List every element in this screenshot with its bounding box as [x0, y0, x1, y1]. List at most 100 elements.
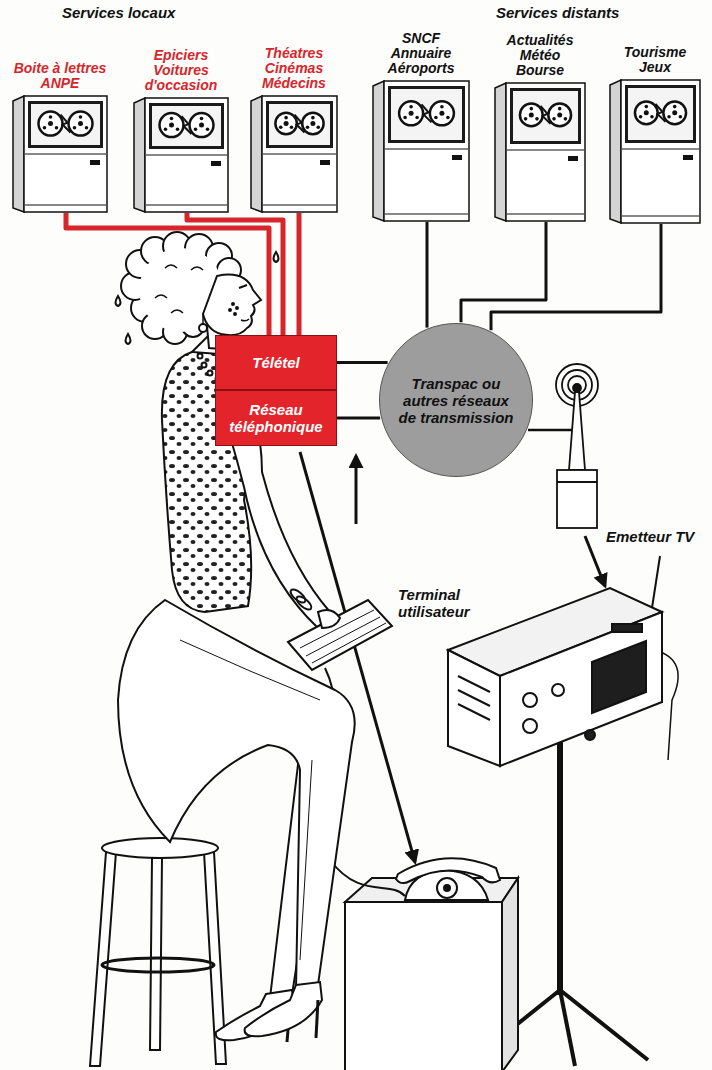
- tape-reel: [311, 116, 315, 120]
- network-label: Réseau téléphonique: [222, 401, 330, 435]
- woman-figure-part: [121, 232, 261, 350]
- tv-terminal-part: [458, 676, 490, 692]
- connector-line: [337, 417, 380, 420]
- tape-panel: [31, 104, 100, 145]
- tape-reel: [535, 117, 539, 121]
- tv-antenna: [556, 364, 598, 528]
- telephone-part: [444, 885, 450, 891]
- terminal-label: Terminal utilisateur: [398, 586, 486, 620]
- tv-terminal-part: [592, 641, 646, 713]
- tape-panel: [388, 86, 465, 143]
- tape-panel: [266, 101, 333, 148]
- cabinet-button: [90, 160, 100, 165]
- server-cabinet: Boite à lettres ANPE: [12, 61, 108, 213]
- tv-antenna-part: [568, 376, 586, 394]
- tape-reel: [160, 113, 184, 137]
- tape-symbol: [656, 104, 666, 122]
- network-label: Transpac ou autres réseaux de transmissi…: [396, 375, 516, 426]
- stool-part: [102, 958, 214, 972]
- tape-panel: [391, 89, 462, 140]
- tape-symbol: [61, 115, 71, 133]
- woman-figure-part-part: [234, 313, 236, 315]
- tape-reel: [200, 117, 204, 121]
- tape-reel: [645, 105, 649, 109]
- cabinet-side: [251, 96, 262, 212]
- tv-antenna-part: [573, 384, 581, 392]
- cabinet-side: [610, 80, 621, 223]
- tape-reel: [279, 126, 283, 130]
- cabinet-button: [320, 160, 330, 165]
- cabinet-button: [211, 161, 221, 166]
- circle-text-area: Transpac ou autres réseaux de transmissi…: [378, 322, 534, 478]
- cabinet-heading: Boite à lettres ANPE: [12, 61, 108, 91]
- cabinet-drawing: [372, 80, 470, 222]
- cabinet-base: [507, 214, 584, 215]
- cabinet-shelf: [507, 150, 584, 151]
- antenna-label: Emetteur TV: [606, 528, 708, 545]
- woman-figure-part: [202, 363, 207, 368]
- cabinet-heading: Tourisme Jeux: [609, 45, 701, 75]
- service-label: SNCF Annuaire Aéroports: [372, 31, 470, 76]
- tape-reel: [650, 115, 654, 119]
- tv-terminal-part: [523, 719, 537, 733]
- tape-reel: [635, 101, 658, 124]
- tape-reel: [639, 115, 643, 119]
- cabinet-drawing: [133, 97, 229, 213]
- woman-figure-part: [306, 617, 380, 656]
- signal-arrows-part: [585, 536, 605, 586]
- tape-reel: [530, 107, 534, 111]
- tape-reel: [176, 127, 180, 131]
- tape-panel: [28, 101, 103, 148]
- tape-reel: [667, 115, 671, 119]
- tape-reel: [79, 115, 83, 119]
- tv-terminal-part: [448, 650, 500, 766]
- tape-reel: [552, 117, 556, 121]
- service-label: Boite à lettres ANPE: [12, 61, 108, 91]
- cabinet-drawing: [12, 95, 108, 213]
- cabinet-front: [24, 96, 107, 212]
- tv-terminal-part: [458, 704, 490, 720]
- cabinet-shelf: [622, 149, 699, 150]
- tape-panel: [149, 103, 224, 149]
- tape-symbol: [422, 104, 432, 122]
- tape-reel: [78, 121, 83, 126]
- tape-reel: [48, 121, 53, 126]
- tape-reel: [430, 101, 454, 125]
- cabinet-base: [25, 205, 106, 206]
- phone-box: [345, 878, 518, 1070]
- cabinet-side: [134, 98, 145, 212]
- woman-figure-part: [116, 296, 121, 306]
- cabinet-drawing: [494, 82, 586, 222]
- woman-figure-part: [288, 600, 392, 670]
- tape-reel: [302, 113, 323, 134]
- woman-figure-part: [316, 1000, 318, 1038]
- tape-reel: [43, 126, 47, 130]
- tape-reel: [409, 105, 413, 109]
- server-cabinet: Théatres Cinémas Médecins: [250, 46, 338, 213]
- cabinet-heading: Théatres Cinémas Médecins: [250, 46, 338, 91]
- tape-reel: [73, 126, 77, 130]
- woman-figure-part-part: [232, 303, 234, 305]
- antenna-link-part: [528, 429, 574, 432]
- tape-panel: [510, 88, 581, 144]
- cabinet-base: [622, 216, 699, 217]
- cabinet-drawing: [250, 95, 338, 213]
- woman-figure-part-part: [155, 265, 203, 313]
- tape-reel: [439, 111, 444, 116]
- server-cabinet: Epiciers Voitures d'occasion: [133, 48, 229, 213]
- tape-panel: [628, 88, 693, 140]
- tape-reel: [306, 126, 310, 130]
- woman-figure-part-part: [199, 324, 207, 332]
- network-box: Réseau téléphonique: [215, 390, 337, 446]
- telephone-part: [396, 858, 500, 883]
- woman-figure-part: [245, 982, 322, 1036]
- cabinet-button: [683, 155, 693, 160]
- circle-shape: [380, 324, 533, 477]
- service-label: Epiciers Voitures d'occasion: [133, 48, 229, 93]
- service-label: Théatres Cinémas Médecins: [250, 46, 338, 91]
- telephone: [396, 858, 500, 900]
- tape-panel: [513, 91, 578, 141]
- service-label: Actualités Météo Bourse: [494, 33, 586, 78]
- cabinet-front: [145, 98, 228, 212]
- connector-line: [426, 222, 429, 328]
